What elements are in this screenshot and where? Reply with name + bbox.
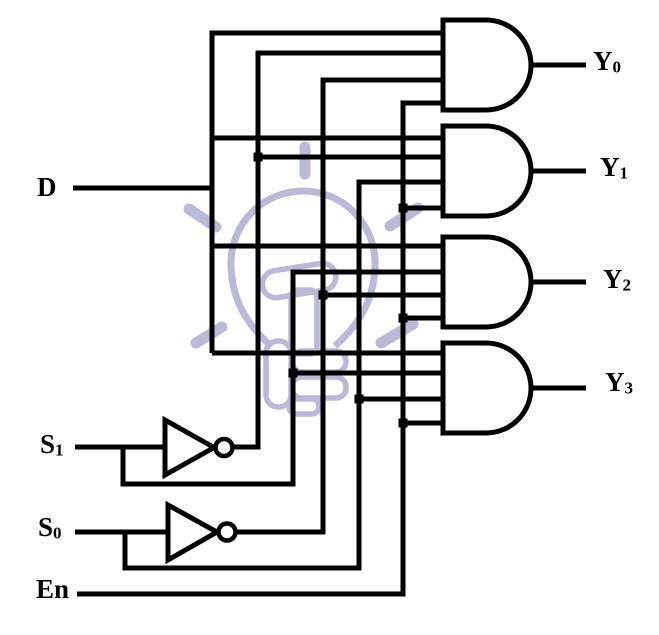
- input-label-en: En: [36, 574, 70, 604]
- junction-dot: [398, 313, 408, 323]
- output-label-y0: Y0: [593, 46, 621, 77]
- watermark-ray-lower-right: [375, 318, 419, 349]
- not-gates: [162, 415, 238, 565]
- output-label-y2: Y2: [603, 264, 631, 295]
- junction-dot: [398, 418, 408, 428]
- junction-dot: [318, 290, 328, 300]
- and-gate-y1: [440, 123, 534, 219]
- watermark-t-glyph: [259, 260, 349, 417]
- and-gate-y0: [440, 17, 534, 113]
- junction-dot: [354, 394, 364, 404]
- input-label-s1: S1: [40, 429, 64, 460]
- output-label-y3: Y3: [605, 367, 633, 398]
- junction-dot: [253, 152, 263, 162]
- not-gate-s0-bubble: [216, 521, 238, 543]
- wire-net-s1: [75, 269, 443, 487]
- wire-net-s0-not: [235, 77, 443, 535]
- and-gate-y2: [440, 234, 534, 330]
- watermark-bulb-outline: [227, 187, 379, 349]
- input-label-d: D: [37, 172, 57, 202]
- not-gate-s1-triangle: [162, 415, 220, 480]
- and-gates: [440, 17, 534, 436]
- output-label-y1: Y1: [600, 152, 628, 183]
- watermark-base-bar-2: [289, 374, 349, 401]
- not-gate-s1-bubble: [213, 436, 235, 459]
- wires: [73, 30, 586, 597]
- wire-net-d: [73, 30, 443, 356]
- wire-net-en: [77, 100, 443, 597]
- watermark-t-bar: [259, 260, 339, 301]
- watermark-rays: [183, 141, 424, 349]
- input-label-s0: S0: [38, 512, 62, 543]
- junction-dots: [253, 152, 408, 428]
- watermark-base-bar-3: [286, 396, 322, 417]
- wire-net-s1-not: [232, 50, 443, 450]
- not-gate-s0-triangle: [165, 500, 223, 565]
- watermark-ray-lower-left: [190, 321, 228, 349]
- junction-dot: [288, 368, 298, 378]
- and-gate-y3: [440, 340, 534, 436]
- junction-dot: [398, 203, 408, 213]
